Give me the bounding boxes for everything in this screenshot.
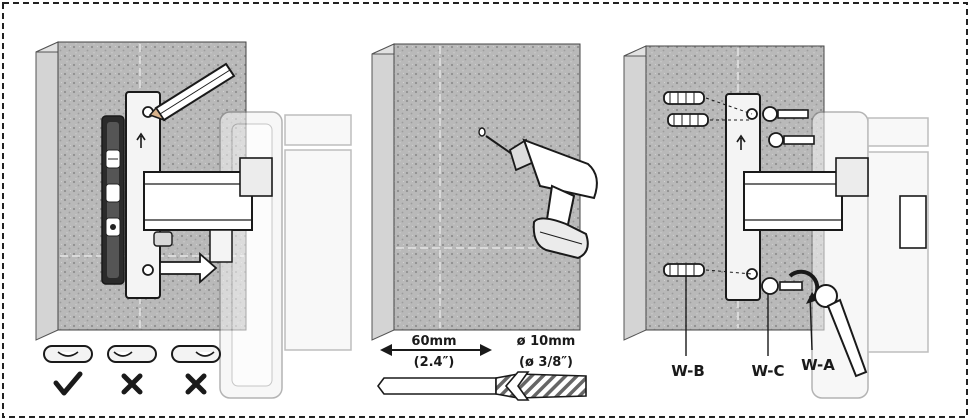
cross-icon — [121, 373, 143, 395]
label-lag-bolt: W-A — [801, 356, 835, 374]
drill-diameter-label: ø 10mm — [517, 334, 576, 349]
wall-block — [371, 43, 581, 341]
pencil-icon — [148, 62, 236, 122]
drill-depth-label: 60mm — [411, 334, 456, 349]
level-correct-example — [43, 345, 93, 396]
drill-icon — [485, 135, 598, 260]
cross-icon — [185, 373, 207, 395]
drill-bit-icon — [377, 371, 587, 401]
wall-anchor-icon — [663, 91, 753, 277]
spirit-level-icon — [101, 115, 125, 285]
drill-diameter-imperial-label: (ø 3/8″) — [519, 355, 573, 370]
socket-wrench-icon — [814, 284, 868, 378]
move-arrow-icon — [159, 252, 218, 284]
panel-marking-step — [35, 41, 352, 399]
drill-diameter-labels: ø 10mm (ø 3/8″) — [517, 334, 576, 370]
panel-fastening-step: W-B W-C W-A — [623, 45, 929, 399]
lag-bolt-icon — [761, 106, 820, 304]
check-icon — [53, 371, 83, 396]
wall-mount-arm-faded — [219, 111, 352, 399]
part-labels: W-B W-C W-A — [671, 276, 835, 380]
panel-drilling-step: 60mm (2.4″) ø 10mm (ø 3/8″) — [371, 43, 598, 401]
label-washer: W-C — [751, 362, 784, 380]
drill-depth-imperial-label: (2.4″) — [414, 355, 455, 370]
pilot-hole — [478, 127, 486, 137]
label-wall-anchor: W-B — [671, 362, 705, 380]
level-wrong-example-left — [107, 345, 157, 395]
swing-arm — [143, 157, 273, 263]
level-wrong-example-right — [171, 345, 221, 395]
drill-depth-dimension: 60mm (2.4″) — [380, 334, 492, 370]
swing-arm — [743, 157, 927, 249]
